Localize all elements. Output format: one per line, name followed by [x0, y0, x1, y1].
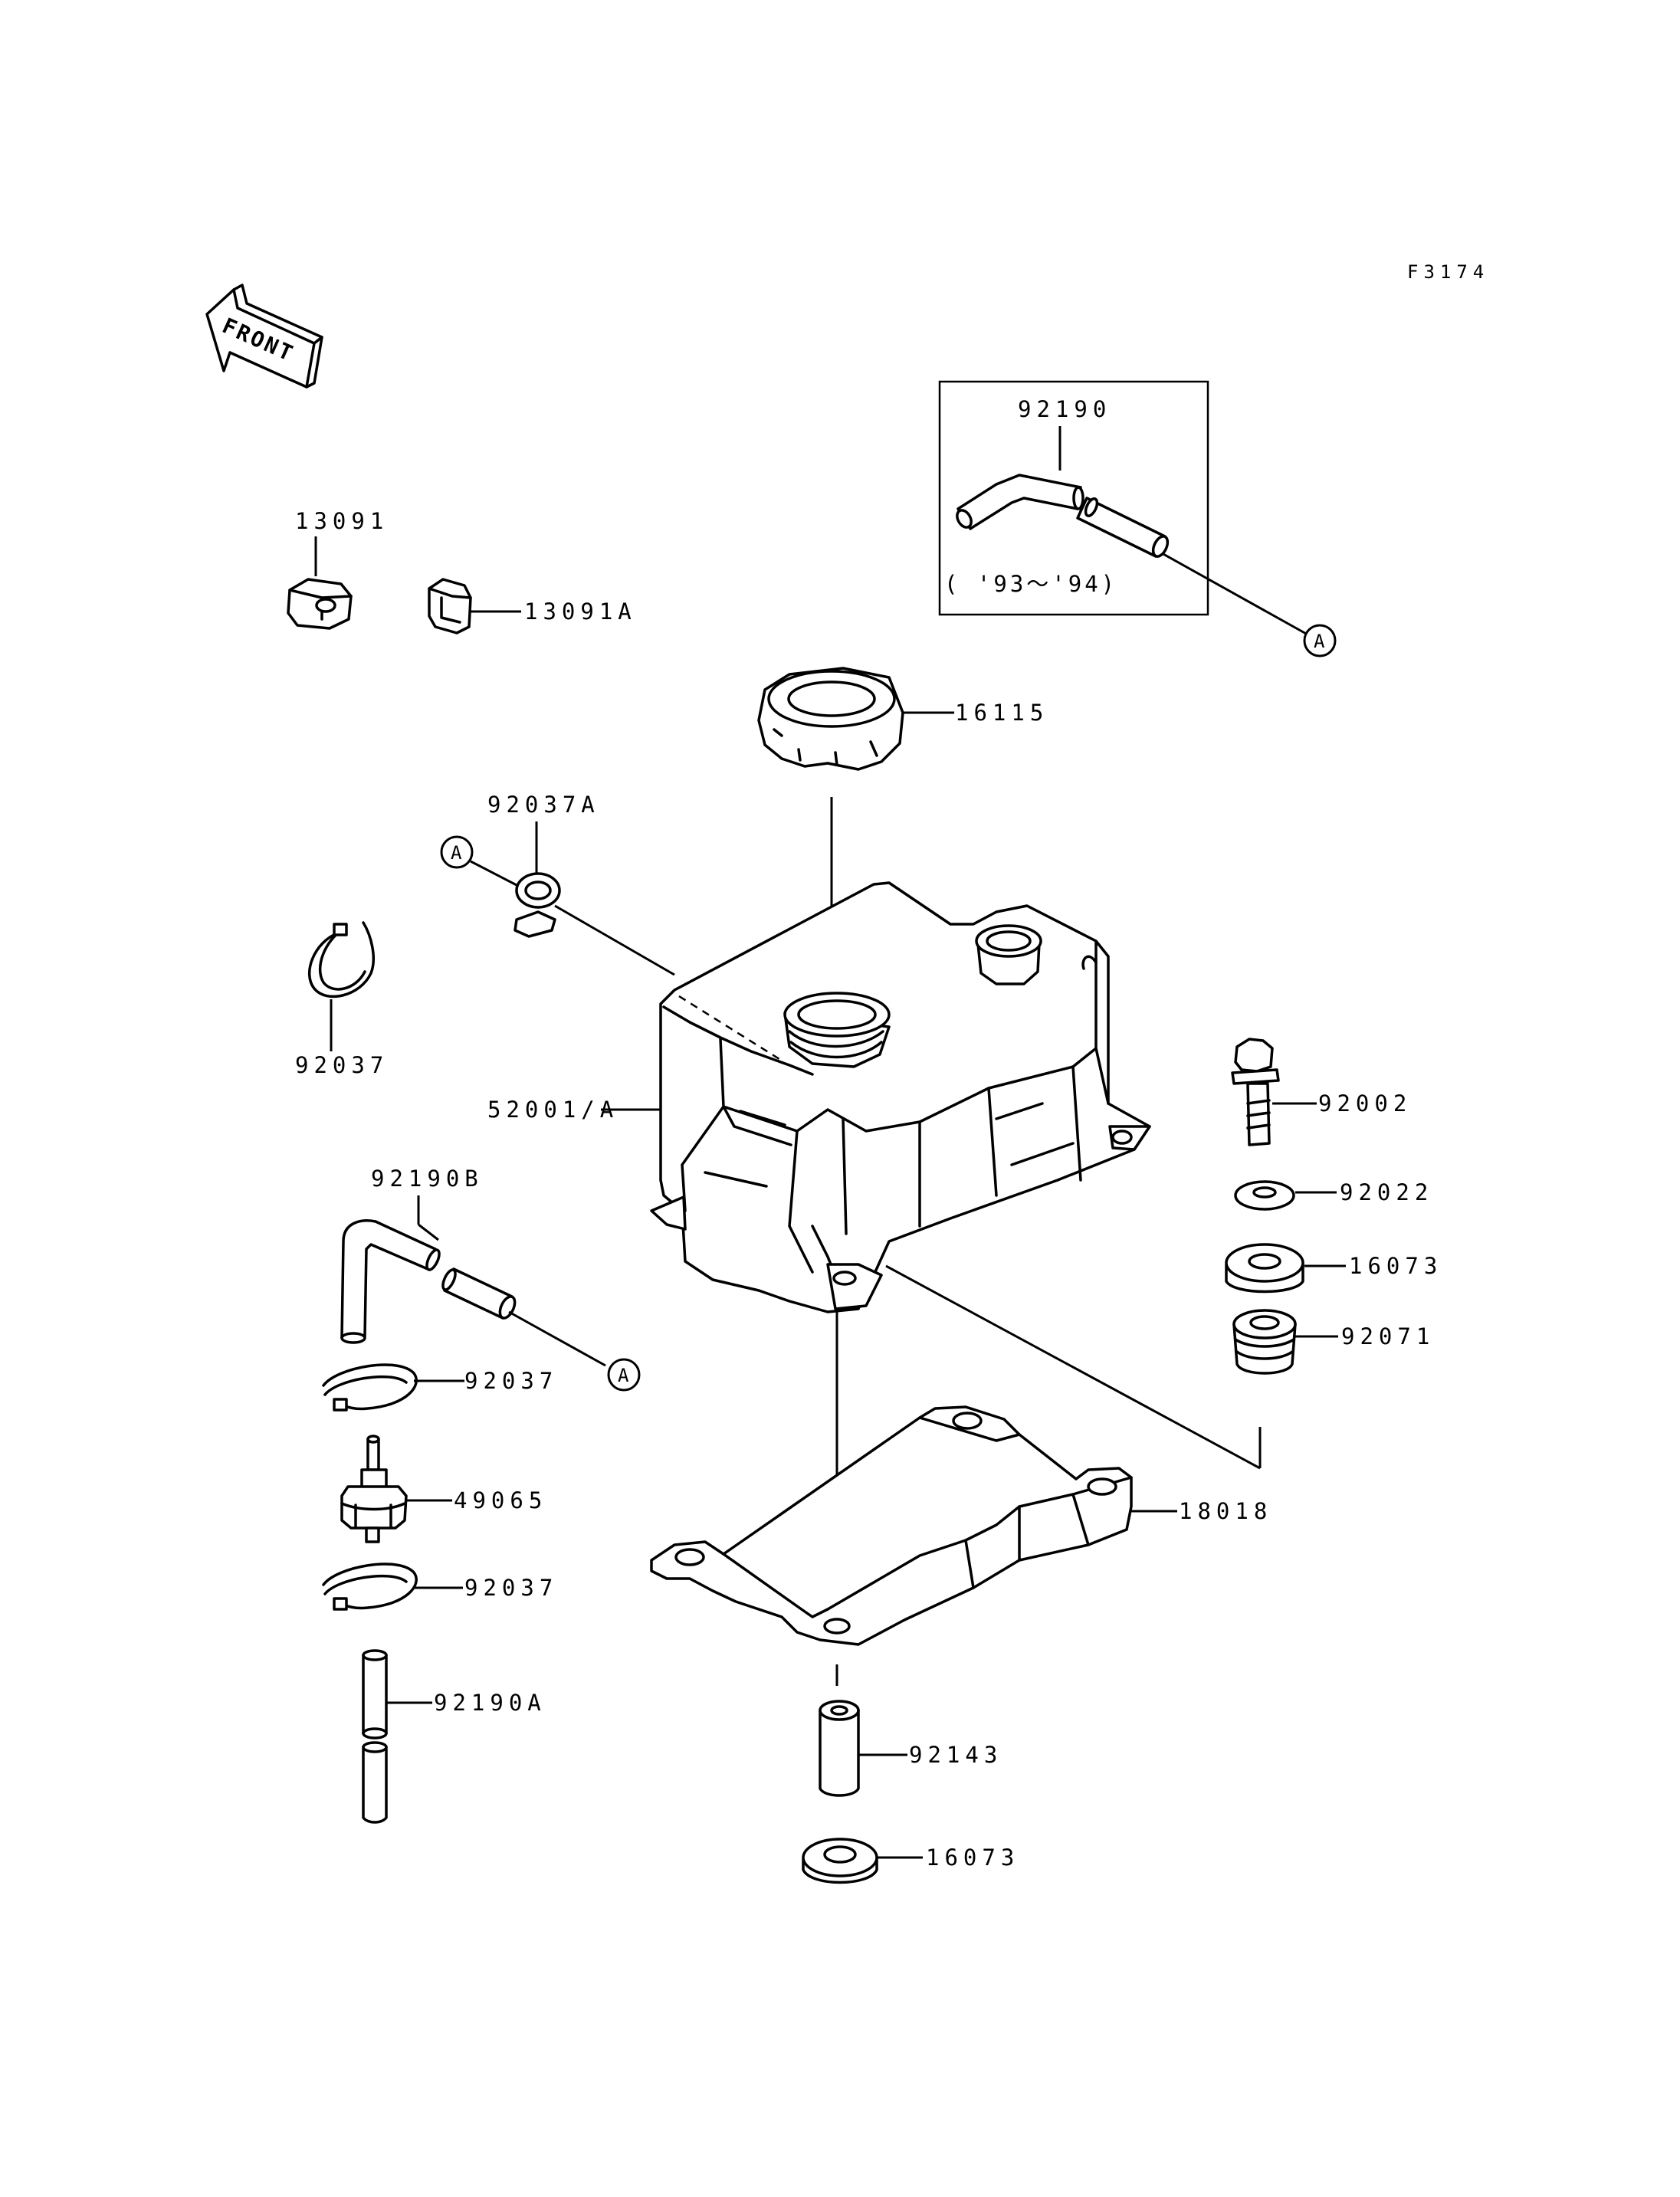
clamp-92037a-icon	[514, 872, 561, 938]
label-52001a: 52001/A	[487, 1097, 619, 1123]
ref-circle-a-lower	[607, 1358, 641, 1392]
hose-92190a-icon	[362, 1649, 388, 1824]
fuel-filter-49065-icon	[340, 1435, 408, 1543]
variant-box	[938, 380, 1209, 616]
label-16115: 16115	[955, 700, 1048, 726]
label-92143: 92143	[909, 1742, 1002, 1768]
bolt-92002-icon	[1231, 1038, 1280, 1146]
filler-cap-16115-icon	[757, 667, 904, 771]
grommet-16073-right-icon	[1225, 1243, 1304, 1294]
band-92037-mid-icon	[322, 1363, 418, 1412]
label-18018: 18018	[1179, 1498, 1272, 1524]
ref-a-lower: A	[618, 1365, 629, 1386]
variant-note: ( '93～'94)	[944, 571, 1117, 597]
band-92037-top-icon	[307, 921, 375, 998]
fuel-tank-52001a-icon	[650, 881, 1151, 1313]
label-92037-low: 92037	[464, 1575, 558, 1601]
label-92037a: 92037A	[487, 792, 600, 818]
label-92071: 92071	[1341, 1323, 1435, 1349]
ref-a-top: A	[1314, 631, 1325, 652]
hose-92190-icon	[956, 474, 1170, 558]
grommet-92071-icon	[1232, 1309, 1297, 1375]
ref-circle-a-top	[1303, 624, 1337, 657]
label-49065: 49065	[454, 1487, 547, 1513]
label-92190b: 92190B	[371, 1166, 484, 1192]
label-16073-bottom: 16073	[926, 1844, 1019, 1871]
ref-circle-a-left	[440, 835, 474, 869]
hose-92190b-icon	[340, 1219, 517, 1344]
collar-92143-icon	[819, 1700, 860, 1797]
part-13091-icon	[287, 578, 353, 630]
label-13091: 13091	[295, 508, 389, 534]
part-13091a-icon	[428, 578, 472, 635]
tray-18018-icon	[650, 1405, 1133, 1646]
front-arrow-icon: FRONT	[205, 284, 323, 389]
label-92002: 92002	[1318, 1090, 1412, 1117]
label-13091a: 13091A	[524, 598, 637, 625]
label-92022: 92022	[1340, 1179, 1433, 1205]
washer-92022-icon	[1234, 1180, 1295, 1211]
label-92190: 92190	[1018, 396, 1111, 422]
band-92037-low-icon	[322, 1562, 418, 1611]
figure-code: F3174	[1407, 261, 1489, 283]
label-92037-top: 92037	[295, 1052, 389, 1078]
label-92037-mid: 92037	[464, 1368, 558, 1394]
label-92190a: 92190A	[434, 1690, 546, 1716]
ref-a-left: A	[451, 842, 462, 864]
grommet-16073-bottom-icon	[802, 1838, 878, 1884]
label-16073-right: 16073	[1349, 1253, 1442, 1279]
